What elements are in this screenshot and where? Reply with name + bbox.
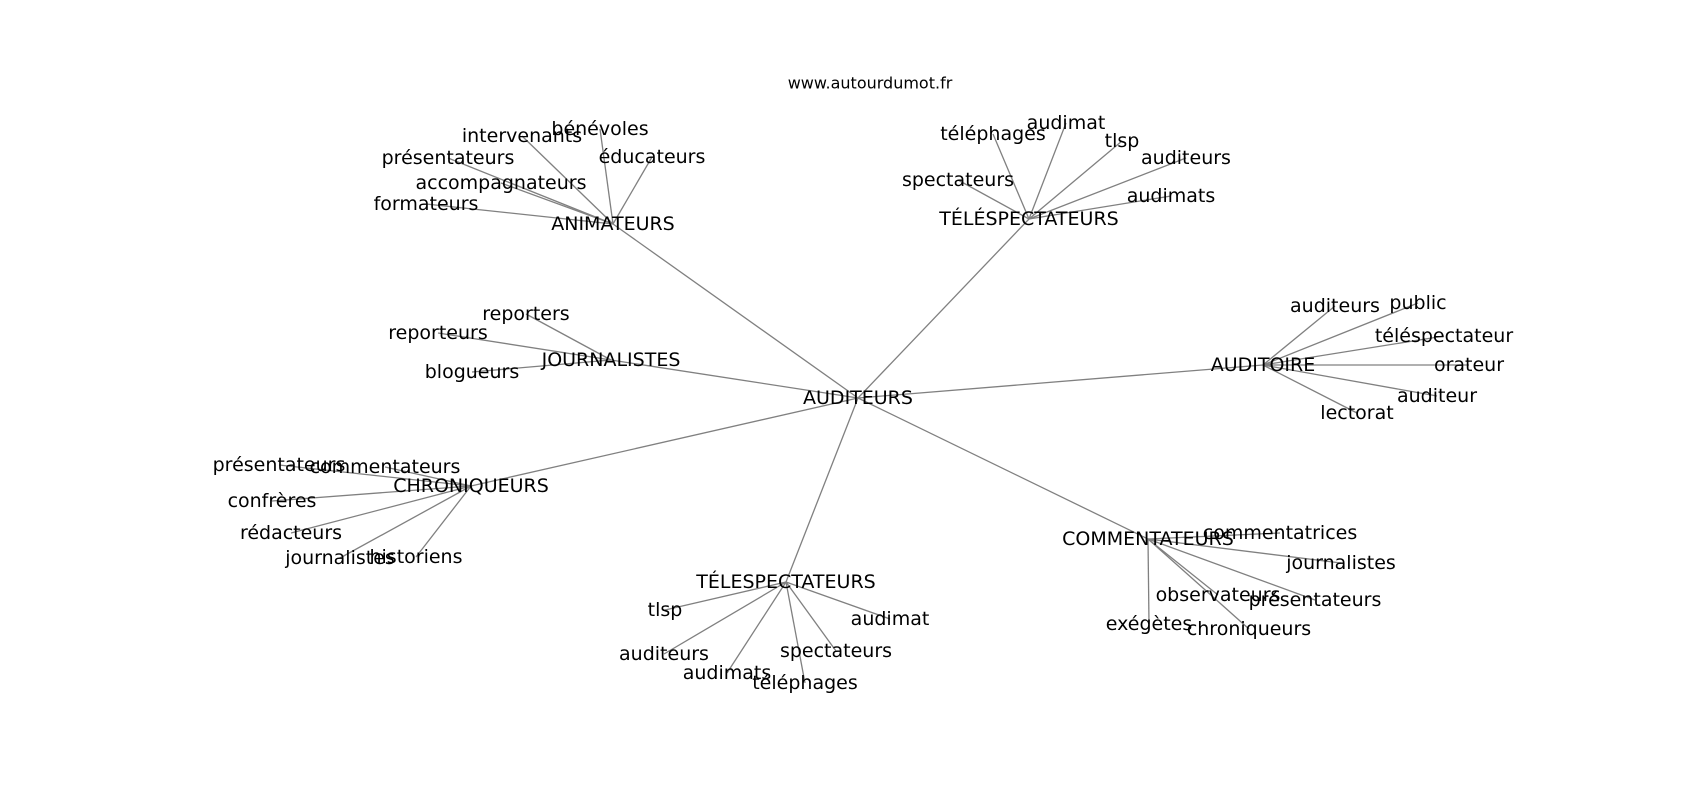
edge-animateurs-2 (612, 156, 653, 225)
leaf-node-telespectateurs-top-3: auditeurs (1141, 147, 1231, 169)
edge-telespectateurs-bottom-3 (785, 581, 837, 652)
edge-chroniqueurs-2 (271, 485, 472, 502)
leaf-node-auditoire-2: téléspectateur (1375, 325, 1513, 347)
edge-telespectateurs-top-1 (992, 133, 1030, 220)
edge-root-chroniqueurs (470, 397, 859, 487)
edge-commentateurs-2 (1147, 538, 1219, 596)
cluster-node-telespectateurs-top: TÉLÉSPECTATEURS (938, 207, 1118, 230)
leaf-node-auditoire-5: lectorat (1320, 402, 1393, 424)
cluster-node-journalistes: JOURNALISTES (541, 349, 681, 371)
leaf-node-animateurs-5: formateurs (374, 193, 479, 215)
edge-animateurs-3 (447, 157, 614, 225)
edge-telespectateurs-bottom-5 (785, 581, 806, 684)
cluster-node-animateurs: ANIMATEURS (551, 213, 675, 235)
leaf-node-commentateurs-0: commentatrices (1203, 522, 1358, 544)
leaf-node-journalistes-0: reporters (482, 303, 569, 325)
edge-commentateurs-4 (1147, 538, 1150, 625)
edge-telespectateurs-top-2 (1028, 140, 1123, 220)
leaf-node-auditoire-1: public (1389, 292, 1446, 314)
edge-journalistes-1 (437, 332, 612, 361)
leaf-node-chroniqueurs-3: rédacteurs (240, 522, 342, 544)
edge-commentateurs-5 (1147, 538, 1250, 630)
edge-commentateurs-0 (1147, 532, 1281, 540)
edge-chroniqueurs-4 (339, 485, 472, 559)
edge-chroniqueurs-1 (384, 466, 472, 487)
edge-chroniqueurs-5 (415, 485, 472, 558)
leaf-node-commentateurs-1: journalistes (1285, 552, 1396, 574)
labels-layer: www.autourdumot.fr AUDITEURS ANIMATEURS bé… (213, 74, 1514, 695)
leaf-node-telespectateurs-bottom-1: audimat (851, 608, 930, 630)
edge-telespectateurs-bottom-4 (726, 581, 787, 674)
edge-auditoire-1 (1262, 302, 1419, 366)
edge-auditoire-2 (1262, 335, 1445, 366)
edges-layer (271, 122, 1469, 684)
leaf-node-commentateurs-2: observateurs (1156, 584, 1281, 606)
leaf-node-animateurs-4: accompagnateurs (415, 172, 586, 194)
cluster-node-telespectateurs-bottom: TÉLESPECTATEURS (695, 570, 875, 593)
leaf-node-auditoire-3: orateur (1434, 354, 1504, 376)
leaf-node-chroniqueurs-2: confrères (228, 490, 317, 512)
edge-journalistes-0 (525, 313, 612, 361)
leaf-node-animateurs-1: intervenants (462, 125, 582, 147)
leaf-node-telespectateurs-bottom-3: spectateurs (780, 640, 892, 662)
edge-animateurs-1 (521, 135, 614, 225)
edge-root-journalistes (610, 359, 859, 399)
leaf-node-commentateurs-4: exégètes (1106, 613, 1193, 635)
root-node-label: AUDITEURS (803, 387, 913, 409)
leaf-node-telespectateurs-bottom-0: tlsp (648, 599, 683, 621)
edge-journalistes-2 (471, 359, 612, 373)
edge-root-telespectateurs-bottom (785, 397, 859, 583)
edge-telespectateurs-top-3 (1028, 157, 1187, 220)
edge-animateurs-0 (599, 128, 614, 225)
edge-root-telespectateurs-top (857, 218, 1030, 399)
leaf-node-telespectateurs-bottom-5: téléphages (752, 672, 858, 694)
leaf-node-journalistes-2: blogueurs (425, 361, 520, 383)
leaf-node-telespectateurs-top-0: audimat (1027, 112, 1106, 134)
leaf-node-journalistes-1: reporteurs (388, 322, 487, 344)
edge-root-animateurs (612, 223, 859, 399)
edge-telespectateurs-bottom-2 (663, 581, 787, 655)
edge-chroniqueurs-0 (278, 464, 472, 487)
edge-telespectateurs-top-0 (1028, 122, 1067, 220)
edge-chroniqueurs-3 (290, 485, 472, 534)
edge-telespectateurs-top-4 (957, 179, 1030, 220)
cluster-node-commentateurs: COMMENTATEURS (1062, 528, 1234, 550)
edge-commentateurs-3 (1147, 538, 1316, 601)
leaf-node-telespectateurs-top-1: téléphages (940, 123, 1046, 145)
leaf-node-animateurs-3: présentateurs (382, 147, 515, 169)
edge-animateurs-5 (425, 203, 614, 225)
leaf-node-animateurs-2: éducateurs (599, 146, 706, 168)
leaf-node-auditoire-0: auditeurs (1290, 295, 1380, 317)
leaf-node-chroniqueurs-5: historiens (369, 546, 462, 568)
leaf-node-telespectateurs-top-2: tlsp (1105, 130, 1140, 152)
source-label: www.autourdumot.fr (788, 74, 953, 93)
leaf-node-commentateurs-3: présentateurs (1249, 589, 1382, 611)
leaf-node-chroniqueurs-1: commentateurs (310, 456, 461, 478)
edge-telespectateurs-top-5 (1028, 195, 1172, 220)
cluster-node-chroniqueurs: CHRONIQUEURS (393, 475, 549, 497)
edge-auditoire-4 (1262, 364, 1438, 397)
edge-auditoire-5 (1262, 364, 1358, 414)
edge-telespectateurs-bottom-0 (664, 581, 787, 611)
edge-animateurs-4 (500, 182, 614, 225)
edge-root-commentateurs (857, 397, 1149, 540)
leaf-node-telespectateurs-top-4: spectateurs (902, 169, 1014, 191)
leaf-node-commentateurs-5: chroniqueurs (1187, 618, 1311, 640)
leaf-node-chroniqueurs-4: journalistes (284, 547, 395, 569)
leaf-node-auditoire-4: auditeur (1397, 385, 1477, 407)
leaf-node-telespectateurs-bottom-2: auditeurs (619, 643, 709, 665)
edge-auditoire-0 (1262, 305, 1336, 366)
edge-telespectateurs-bottom-1 (785, 581, 891, 620)
leaf-node-telespectateurs-bottom-4: audimats (683, 662, 772, 684)
edge-commentateurs-1 (1147, 538, 1342, 564)
cluster-node-auditoire: AUDITOIRE (1211, 354, 1316, 376)
leaf-node-chroniqueurs-0: présentateurs (213, 454, 346, 476)
edge-root-auditoire (857, 364, 1264, 399)
leaf-node-animateurs-0: bénévoles (551, 118, 648, 140)
leaf-node-telespectateurs-top-5: audimats (1127, 185, 1216, 207)
